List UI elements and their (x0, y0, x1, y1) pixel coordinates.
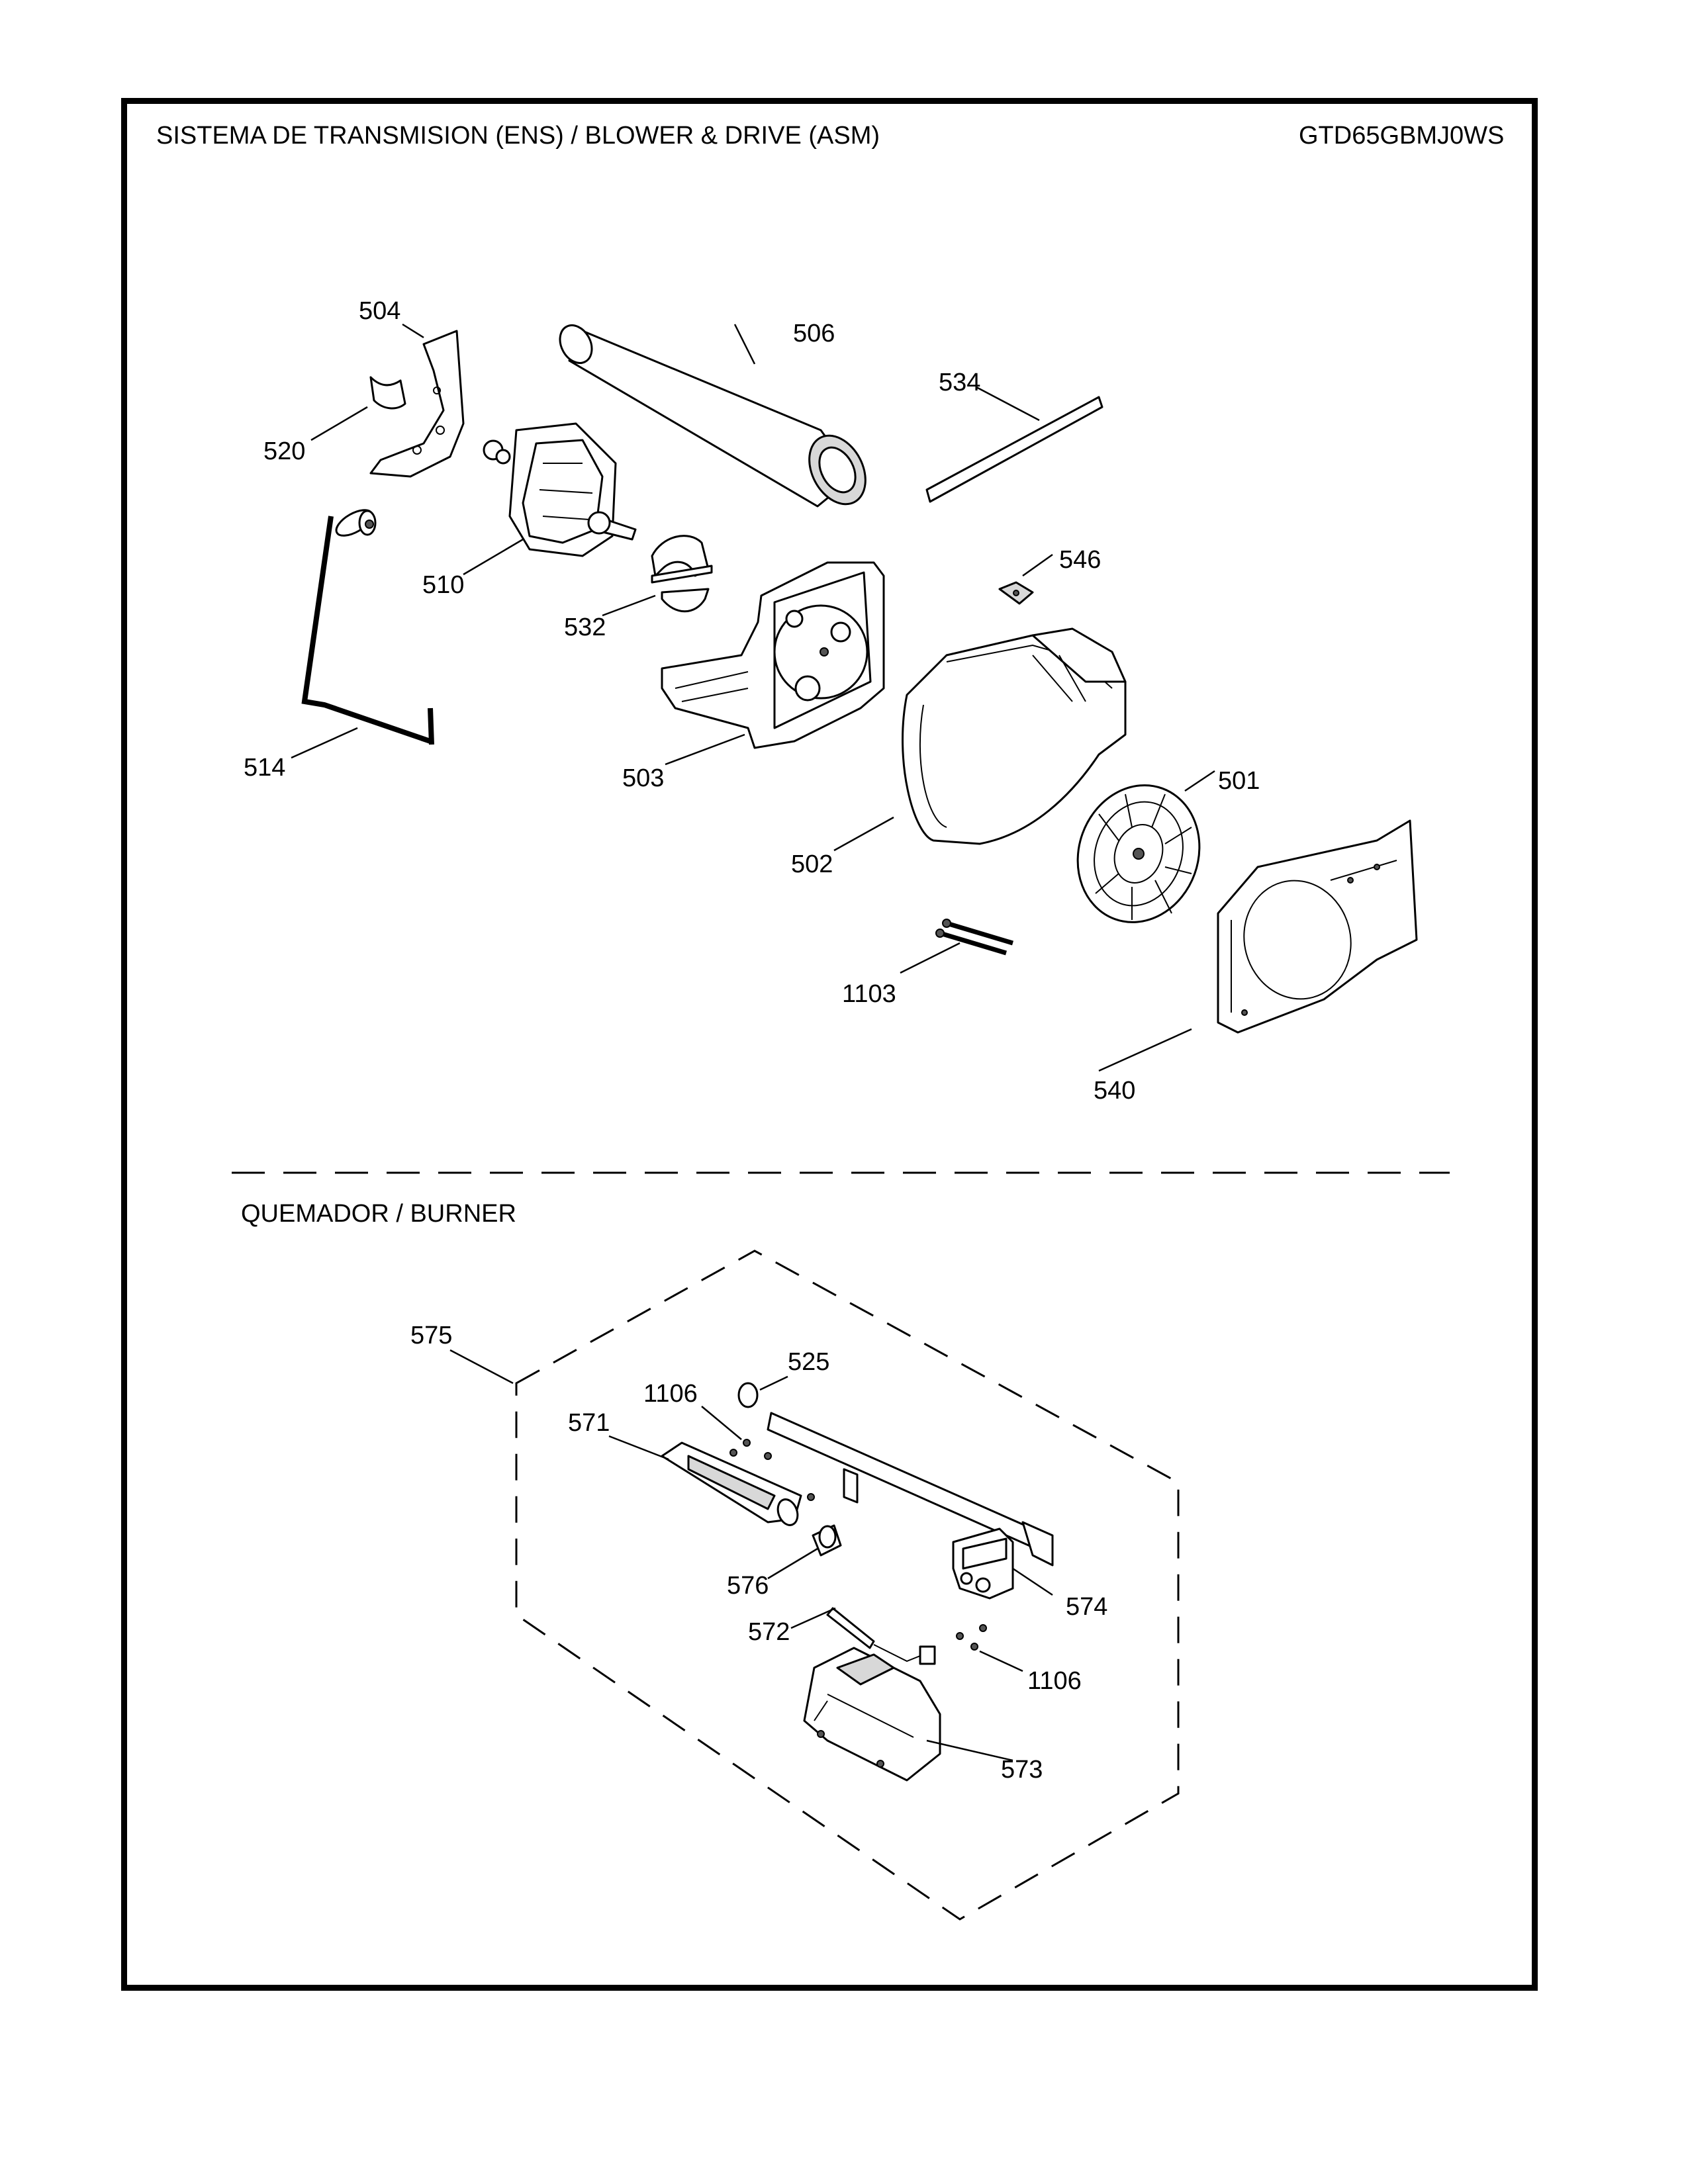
part-525-sleeve (737, 1382, 759, 1408)
part-514-idler-arm-pulley (301, 509, 434, 745)
burner-section-title: QUEMADOR / BURNER (241, 1200, 516, 1228)
leader-lines-upper (291, 323, 1215, 1072)
part-520-clip (369, 376, 406, 410)
callout-576: 576 (727, 1572, 769, 1600)
part-571-burner (661, 1441, 802, 1526)
callout-520: 520 (263, 437, 305, 465)
leader-lines-burner (449, 1349, 1053, 1762)
callout-574: 574 (1066, 1593, 1107, 1621)
callout-503: 503 (622, 764, 664, 792)
part-1106-screws-upper (729, 1439, 815, 1501)
part-506-duct-tube (559, 324, 867, 508)
part-504-motor-mount-bracket (369, 330, 465, 478)
callout-540: 540 (1094, 1077, 1135, 1105)
part-1106-screws-lower (956, 1624, 987, 1651)
callout-532: 532 (564, 614, 606, 641)
part-573-burner-bracket (803, 1647, 941, 1782)
part-546-gasket-plate (998, 581, 1034, 605)
callout-572: 572 (748, 1618, 790, 1646)
burner-tube (767, 1412, 1054, 1567)
callout-510: 510 (422, 571, 464, 599)
part-510-drive-motor (483, 422, 637, 557)
part-503-blower-housing-rear (661, 561, 885, 749)
callout-575: 575 (410, 1322, 452, 1349)
callout-1106-lower: 1106 (1027, 1667, 1082, 1695)
part-532-motor-clamps (651, 535, 713, 613)
callout-1106-upper: 1106 (643, 1380, 698, 1408)
callout-504: 504 (359, 297, 400, 325)
part-1103-screws (935, 919, 1014, 956)
page-title: SISTEMA DE TRANSMISION (ENS) / BLOWER & … (156, 122, 880, 150)
callout-546: 546 (1059, 546, 1101, 574)
callout-502: 502 (791, 850, 833, 878)
part-502-blower-housing (902, 627, 1127, 845)
diagram-frame (121, 98, 1538, 1991)
callout-506: 506 (793, 320, 835, 347)
callout-501: 501 (1218, 767, 1260, 795)
part-574-gas-valve (952, 1527, 1014, 1600)
callout-1103: 1103 (842, 980, 896, 1008)
part-576-orifice (812, 1524, 842, 1557)
part-501-blower-wheel (1076, 784, 1201, 923)
callout-534: 534 (939, 369, 980, 396)
burner-assembly-outline (515, 1250, 1180, 1921)
callout-514: 514 (244, 754, 285, 782)
callout-571: 571 (568, 1409, 610, 1437)
part-540-blower-cover (1217, 819, 1418, 1034)
part-534-seal-strip (925, 396, 1103, 503)
callout-525: 525 (788, 1348, 829, 1376)
model-number: GTD65GBMJ0WS (1299, 122, 1505, 150)
callout-573: 573 (1001, 1756, 1043, 1784)
part-572-igniter (826, 1607, 936, 1665)
